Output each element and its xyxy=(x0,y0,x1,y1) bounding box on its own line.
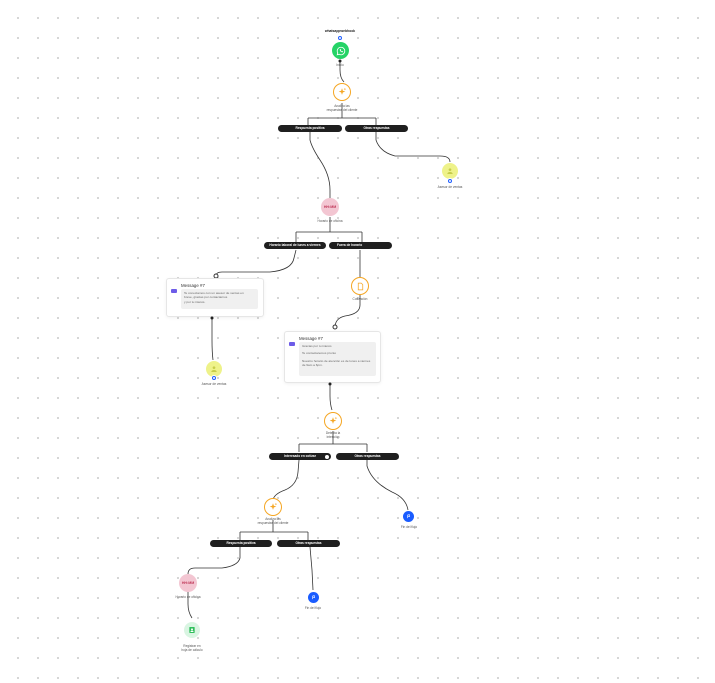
message2-body: Gracias por tu interés Te contactaremos … xyxy=(299,342,376,376)
ai-analysis-node-1[interactable] xyxy=(333,83,351,101)
message2-line: Gracias por tu interés xyxy=(302,344,332,348)
branch-after-hours[interactable]: Fuera de horario xyxy=(329,242,392,249)
trigger-title: whatsappwebhook xyxy=(324,29,356,33)
ai3-label: Analiza las respuestas del cliente xyxy=(257,517,289,525)
message1-line: breve, gracias por contactarnos xyxy=(184,295,228,300)
user1-badge xyxy=(447,178,453,184)
branch-other-1[interactable]: Otras respuestas xyxy=(345,125,408,132)
flag-icon xyxy=(407,514,411,519)
message-icon xyxy=(289,342,295,346)
whatsapp-icon xyxy=(336,46,345,55)
branch-interested-label: Interesado en cotizar xyxy=(284,454,316,458)
message1-body: Te conectamos con un asesor de ventas en… xyxy=(181,289,258,309)
time-window-node-2[interactable]: HH:MM xyxy=(179,574,197,592)
handle-dot[interactable] xyxy=(210,316,214,320)
message2-line: de 9am a 6pm. xyxy=(302,363,323,368)
ai-analysis-node-3[interactable] xyxy=(264,498,282,516)
branch-other-2[interactable]: Otras respuestas xyxy=(336,453,399,460)
time1-text: HH:MM xyxy=(323,205,337,209)
message2-line: Nuestro horario de atención es de lunes … xyxy=(302,358,371,363)
sparkle-icon xyxy=(338,87,347,95)
time1-label: Horario de oficina xyxy=(317,219,343,223)
user1-label: Asesor de ventas xyxy=(437,185,463,189)
ai-analysis-node-2[interactable] xyxy=(324,412,342,430)
trigger-badge xyxy=(337,35,343,41)
input-handle[interactable] xyxy=(332,324,338,330)
user2-label: Asesor de ventas xyxy=(201,382,227,386)
sparkle-icon xyxy=(269,502,278,510)
time2-text: HH:MM xyxy=(181,581,195,585)
flag-icon xyxy=(312,595,316,600)
whatsapp-trigger-node[interactable] xyxy=(332,42,349,59)
message1-line: Te conectamos con un asesor de ventas en xyxy=(184,291,244,295)
ai2-label: Detecta la intención xyxy=(325,431,341,439)
trigger-label: Inicio xyxy=(336,63,344,67)
message-card-2[interactable]: Message #7 Gracias por tu interés Te con… xyxy=(284,331,381,383)
end-node-1[interactable] xyxy=(403,511,414,522)
sheet-node[interactable] xyxy=(184,622,200,638)
document-icon xyxy=(357,282,363,290)
end-node-2[interactable] xyxy=(308,592,319,603)
doc-label: Cotización xyxy=(352,297,368,301)
user-icon xyxy=(211,366,217,372)
time2-label: Horario de oficina xyxy=(175,595,201,599)
user2-badge xyxy=(211,375,217,381)
message1-line: y por tu interés. xyxy=(184,299,206,304)
message-icon xyxy=(171,289,177,293)
branch-interested[interactable]: Interesado en cotizar xyxy=(269,453,331,460)
end2-label: Fin del flujo xyxy=(304,606,322,610)
branch-positive-2[interactable]: Respuesta positiva xyxy=(210,540,272,547)
time-window-node-1[interactable]: HH:MM xyxy=(321,198,339,216)
message-card-1[interactable]: Message #7 Te conectamos con un asesor d… xyxy=(166,278,264,317)
branch-positive-1[interactable]: Respuesta positiva xyxy=(278,125,342,132)
message2-title: Message #7 xyxy=(299,336,323,341)
end1-label: Fin del flujo xyxy=(400,525,418,529)
branch-business-hours[interactable]: Horario laboral de lunes a viernes xyxy=(264,242,326,249)
close-icon[interactable] xyxy=(325,454,329,459)
sheet-icon xyxy=(189,627,195,633)
sparkle-icon xyxy=(329,416,338,424)
user-node-1[interactable] xyxy=(442,163,458,179)
sheet-label: Registrar en hoja de cálculo xyxy=(181,644,203,652)
ai1-label: Analiza las respuestas del cliente xyxy=(326,104,358,112)
branch-other-3[interactable]: Otras respuestas xyxy=(277,540,340,547)
user-node-2[interactable] xyxy=(206,361,222,377)
user-icon xyxy=(447,168,453,174)
message2-line: Te contactaremos pronto xyxy=(302,351,337,356)
message1-title: Message #7 xyxy=(181,283,205,288)
document-node[interactable] xyxy=(351,277,369,295)
handle-dot[interactable] xyxy=(328,382,332,386)
handle-dot[interactable] xyxy=(338,59,342,63)
